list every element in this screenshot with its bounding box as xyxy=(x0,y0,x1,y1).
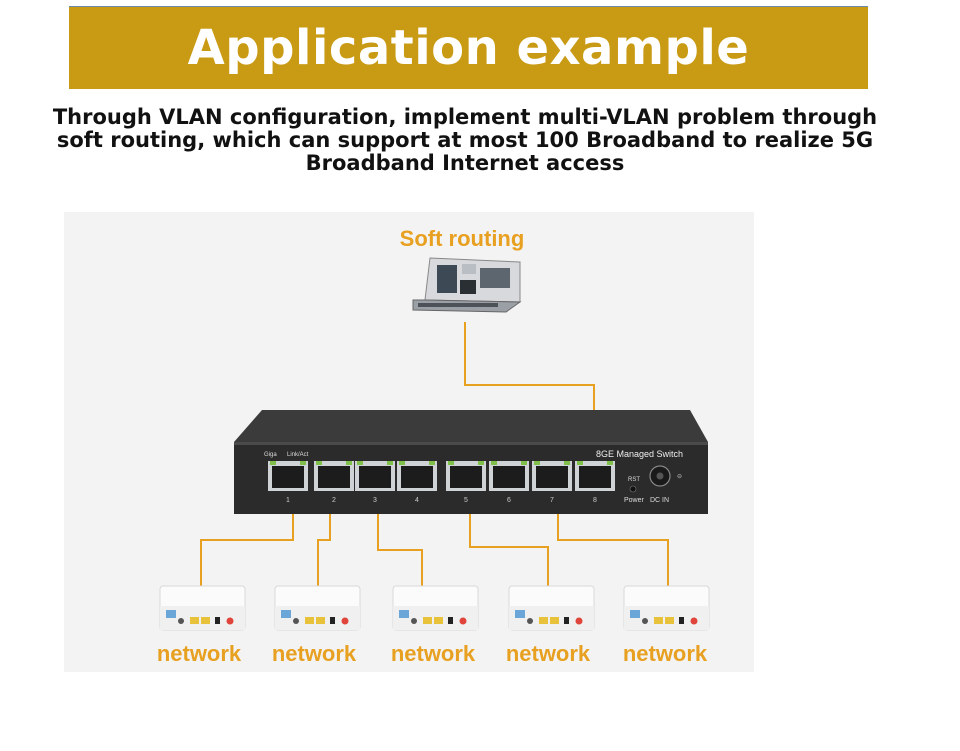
network-device-3 xyxy=(392,585,479,631)
reset-button xyxy=(629,485,637,493)
port-3 xyxy=(355,461,395,491)
port-number-8: 8 xyxy=(593,497,597,504)
port-number-5: 5 xyxy=(464,497,468,504)
cable-port-5 xyxy=(469,495,549,592)
network-device-1 xyxy=(159,585,246,631)
network-label-3: network xyxy=(390,641,476,666)
soft-routing-label: Soft routing xyxy=(399,226,525,251)
svg-text:⊖: ⊖ xyxy=(677,474,682,480)
port-number-2: 2 xyxy=(332,497,336,504)
network-device-4 xyxy=(508,585,595,631)
cable-port-2 xyxy=(317,495,331,592)
subtitle-line-1: Through VLAN configuration, implement mu… xyxy=(52,105,878,129)
subtitle-line-3: Broadband Internet access xyxy=(305,151,625,175)
title-banner: Application example xyxy=(69,6,868,89)
network-label-2: network xyxy=(271,641,357,666)
network-label-4: network xyxy=(505,641,591,666)
soft-router-icon xyxy=(412,257,522,313)
reset-label: RST xyxy=(628,477,640,483)
port-7 xyxy=(532,461,572,491)
port-number-7: 7 xyxy=(550,497,554,504)
cable-port-7 xyxy=(557,495,669,592)
switch-led-label-link: Link/Act xyxy=(287,452,309,458)
network-label-5: network xyxy=(622,641,708,666)
port-5 xyxy=(446,461,486,491)
subtitle-line-2: soft routing, which can support at most … xyxy=(56,128,874,152)
switch-led-label-giga: Giga xyxy=(264,452,277,458)
network-device-2 xyxy=(274,585,361,631)
port-2 xyxy=(314,461,354,491)
dc-in-label: DC IN xyxy=(650,497,669,504)
port-number-1: 1 xyxy=(286,497,290,504)
subtitle: Through VLAN configuration, implement mu… xyxy=(40,106,890,175)
banner-title: Application example xyxy=(187,20,750,76)
port-4 xyxy=(397,461,437,491)
network-device-5 xyxy=(623,585,710,631)
cable-port-3 xyxy=(377,495,423,592)
port-8 xyxy=(575,461,615,491)
port-number-6: 6 xyxy=(507,497,511,504)
cable-port-1 xyxy=(200,495,294,592)
port-1 xyxy=(268,461,308,491)
port-number-3: 3 xyxy=(373,497,377,504)
switch-name: 8GE Managed Switch xyxy=(596,449,683,459)
port-number-4: 4 xyxy=(415,497,419,504)
network-label-1: network xyxy=(156,641,242,666)
port-6 xyxy=(489,461,529,491)
managed-switch: Giga Link/Act 8GE Managed Switch xyxy=(234,410,708,514)
power-label: Power xyxy=(624,497,645,504)
